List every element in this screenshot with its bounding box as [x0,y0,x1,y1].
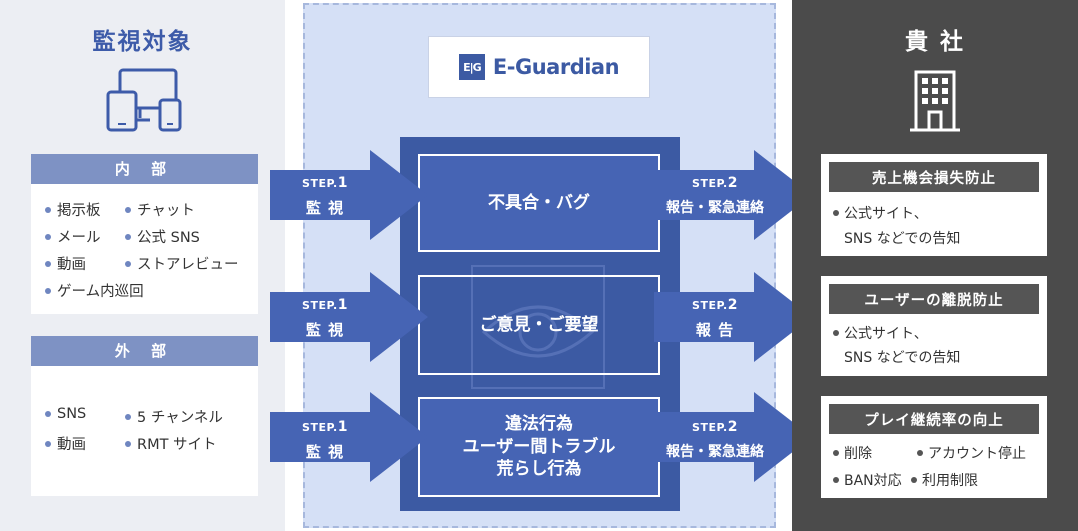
external-group-heading: 外 部 [31,336,258,366]
issue-box-bugs: 不具合・バグ [418,154,660,252]
step1-arrow [270,392,428,482]
internal-item: ストアレビュー [125,253,239,274]
bullet-icon [125,440,131,447]
external-item: RMT サイト [125,433,217,454]
benefit-card-heading: 売上機会損失防止 [829,162,1039,192]
benefit-item: 利用制限 [911,470,978,490]
external-item: 5 チャンネル [125,406,223,427]
bullet-icon [125,260,131,267]
internal-item: メール [45,226,101,247]
step2-label: STEP.2 報告・緊急連絡 [666,419,764,460]
bullet-icon [125,233,131,240]
step1-arrow [270,150,428,240]
internal-group-body [31,184,258,314]
step2-arrow [654,392,812,482]
e-guardian-logo-text: E-Guardian [492,55,620,79]
e-guardian-logo: E|G E-Guardian [428,36,650,98]
issue-box-feedback: ご意見・ご要望 [418,275,660,375]
benefit-card-heading: ユーザーの離脱防止 [829,284,1039,314]
bullet-icon [125,413,131,420]
bullet-icon [833,210,839,216]
benefit-card: ユーザーの離脱防止 公式サイト、 SNS などでの告知 [821,276,1047,376]
internal-item: ゲーム内巡回 [45,280,144,301]
internal-item: 動画 [45,253,86,274]
bullet-icon [45,287,51,294]
building-icon [910,70,960,132]
bullet-icon [45,206,51,213]
bullet-icon [833,477,839,483]
external-item: 動画 [45,433,86,454]
bullet-icon [917,450,923,456]
bullet-icon [125,206,131,213]
internal-group-heading: 内 部 [31,154,258,184]
step2-label: STEP.2 報告・緊急連絡 [666,175,764,216]
benefit-item-continued: SNS などでの告知 [844,231,961,247]
bullet-icon [833,450,839,456]
step2-arrow [654,150,812,240]
issue-box-violations: 違法行為 ユーザー間トラブル 荒らし行為 [418,397,660,497]
benefit-card: プレイ継続率の向上 削除 アカウント停止 BAN対応 利用制限 [821,396,1047,498]
bullet-icon [911,477,917,483]
internal-item: チャット [125,199,195,220]
external-group-body [31,366,258,496]
monitoring-targets-title: 監視対象 [92,29,193,55]
benefit-item: 削除 [833,443,872,463]
benefit-item: BAN対応 [833,470,902,490]
devices-icon [106,68,182,132]
bullet-icon [45,260,51,267]
benefit-item: 公式サイト、 [833,323,928,343]
bullet-icon [45,440,51,447]
step2-arrow [654,272,812,362]
benefit-card-heading: プレイ継続率の向上 [829,404,1039,434]
e-guardian-logo-mark: E|G [458,54,485,80]
client-title: 貴 社 [904,29,965,55]
step1-label: STEP.1 監 視 [302,419,348,461]
benefit-item: アカウント停止 [917,443,1026,463]
step1-label: STEP.1 監 視 [302,297,348,339]
benefit-item: 公式サイト、 [833,203,928,223]
step1-label: STEP.1 監 視 [302,175,348,217]
internal-item: 公式 SNS [125,226,200,247]
bullet-icon [833,330,839,336]
bullet-icon [45,411,51,417]
external-item: SNS [45,406,86,422]
benefit-card: 売上機会損失防止 公式サイト、 SNS などでの告知 [821,154,1047,256]
internal-item: 掲示板 [45,199,101,220]
benefit-item-continued: SNS などでの告知 [844,350,961,366]
eye-watermark-icon [471,265,605,389]
bullet-icon [45,233,51,240]
step2-label: STEP.2 報 告 [692,297,738,339]
step1-arrow [270,272,428,362]
